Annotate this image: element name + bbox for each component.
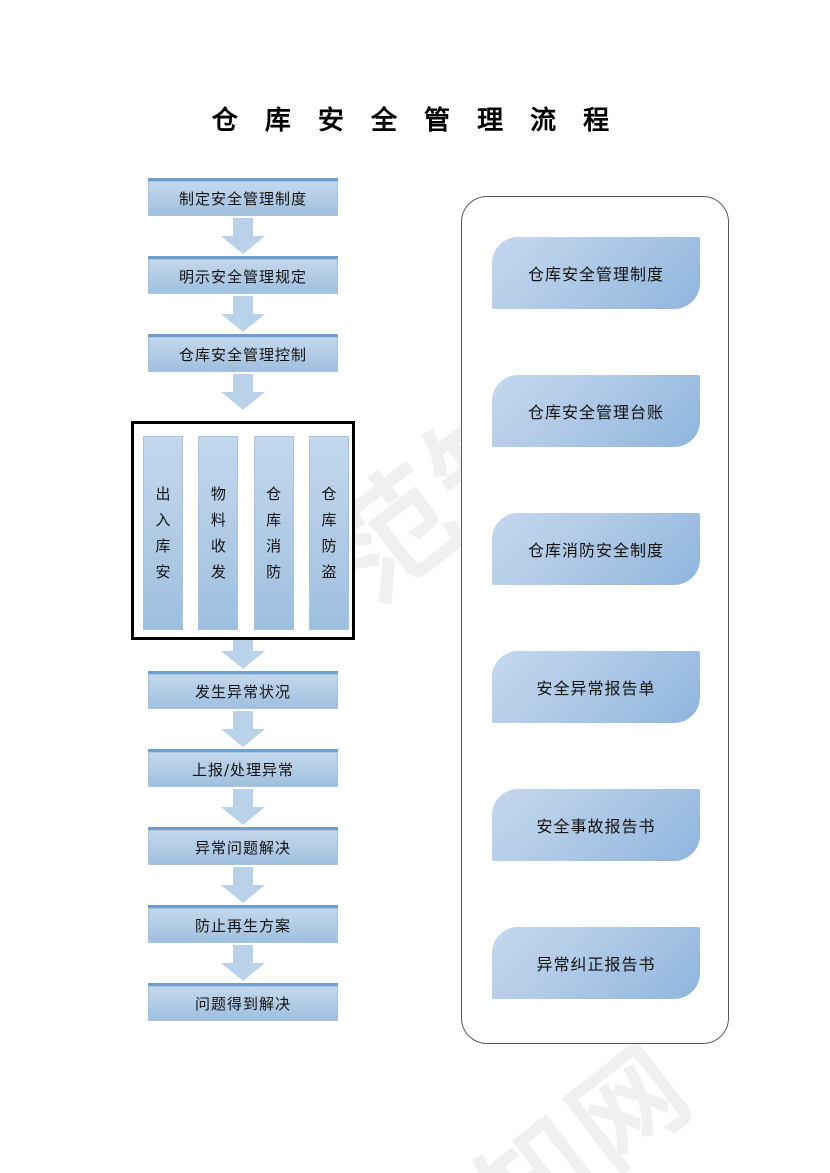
- flow-step-6: 异常问题解决: [148, 827, 338, 865]
- control-item-2: 物 料 收 发: [198, 436, 239, 630]
- flow-step-6-label: 异常问题解决: [194, 839, 291, 857]
- page-title: 仓 库 安 全 管 理 流 程: [211, 106, 619, 136]
- control-item-2-char-2: 料: [210, 510, 226, 529]
- document-item-3: 仓库消防安全制度: [492, 513, 700, 585]
- control-item-3-char-3: 消: [266, 537, 282, 555]
- control-item-4-char-3: 防: [321, 537, 337, 555]
- document-item-3-label: 仓库消防安全制度: [527, 541, 664, 560]
- control-item-3: 仓 库 消 防: [253, 436, 294, 630]
- control-group-items: 出 入 库 安 物 料 收 发 仓 库 消 防 仓 库 防 盗: [143, 436, 349, 630]
- control-item-2-char-4: 发: [210, 563, 226, 582]
- control-item-3-char-4: 防: [266, 563, 282, 582]
- flow-arrow-8: [148, 943, 338, 983]
- control-item-2-char-1: 物: [210, 484, 226, 503]
- document-item-6-label: 异常纠正报告书: [536, 955, 656, 974]
- control-item-1: 出 入 库 安: [143, 436, 183, 630]
- flow-step-5-label: 上报/处理异常: [191, 761, 295, 779]
- flow-arrow-2: [148, 294, 338, 334]
- document-panel: 仓库安全管理制度 仓库安全管理台账 仓库消防安全制度 安全异常报告单 安全事故报…: [461, 196, 729, 1044]
- control-item-4-char-2: 库: [321, 510, 337, 529]
- control-group-container: 出 入 库 安 物 料 收 发 仓 库 消 防 仓 库 防 盗: [131, 421, 355, 640]
- flow-step-7: 防止再生方案: [148, 905, 338, 943]
- flow-arrow-1: [148, 216, 338, 256]
- document-item-1: 仓库安全管理制度: [492, 237, 700, 309]
- document-item-4-label: 安全异常报告单: [536, 679, 656, 698]
- flow-step-3-label: 仓库安全管理控制: [178, 346, 307, 364]
- flow-step-4: 发生异常状况: [148, 671, 338, 709]
- flow-step-7-label: 防止再生方案: [194, 917, 291, 935]
- flow-step-1-label: 制定安全管理制度: [178, 190, 307, 208]
- control-item-3-char-2: 库: [266, 510, 282, 529]
- control-item-3-char-1: 仓: [266, 484, 282, 503]
- flow-arrow-6: [148, 787, 338, 827]
- flow-arrow-4: [148, 631, 338, 671]
- document-list: 仓库安全管理制度 仓库安全管理台账 仓库消防安全制度 安全异常报告单 安全事故报…: [492, 237, 700, 999]
- flow-step-2: 明示安全管理规定: [148, 256, 338, 294]
- control-item-4-char-4: 盗: [321, 563, 337, 582]
- flow-step-4-label: 发生异常状况: [194, 683, 291, 701]
- flow-step-3: 仓库安全管理控制: [148, 334, 338, 372]
- control-item-1-char-4: 安: [155, 563, 171, 582]
- control-item-2-char-3: 收: [210, 537, 226, 555]
- flow-column: 制定安全管理制度 明示安全管理规定 仓库安全管理控制 发生异常状况 上: [148, 178, 338, 1021]
- flow-step-8-label: 问题得到解决: [194, 995, 291, 1013]
- document-item-2-label: 仓库安全管理台账: [527, 403, 664, 422]
- control-item-4: 仓 库 防 盗: [308, 436, 349, 630]
- document-item-5: 安全事故报告书: [492, 789, 700, 861]
- flow-arrow-7: [148, 865, 338, 905]
- document-item-4: 安全异常报告单: [492, 651, 700, 723]
- flow-step-2-label: 明示安全管理规定: [178, 268, 307, 286]
- flow-arrow-3: [148, 372, 338, 412]
- document-item-5-label: 安全事故报告书: [536, 817, 656, 836]
- document-item-1-label: 仓库安全管理制度: [527, 265, 664, 284]
- control-item-1-char-1: 出: [155, 484, 171, 503]
- control-item-1-char-2: 入: [155, 510, 171, 529]
- flow-step-8: 问题得到解决: [148, 983, 338, 1021]
- flow-step-1: 制定安全管理制度: [148, 178, 338, 216]
- flow-step-5: 上报/处理异常: [148, 749, 338, 787]
- document-item-2: 仓库安全管理台账: [492, 375, 700, 447]
- control-item-1-char-3: 库: [155, 537, 171, 555]
- flow-arrow-5: [148, 709, 338, 749]
- control-item-4-char-1: 仓: [321, 484, 337, 503]
- document-item-6: 异常纠正报告书: [492, 927, 700, 999]
